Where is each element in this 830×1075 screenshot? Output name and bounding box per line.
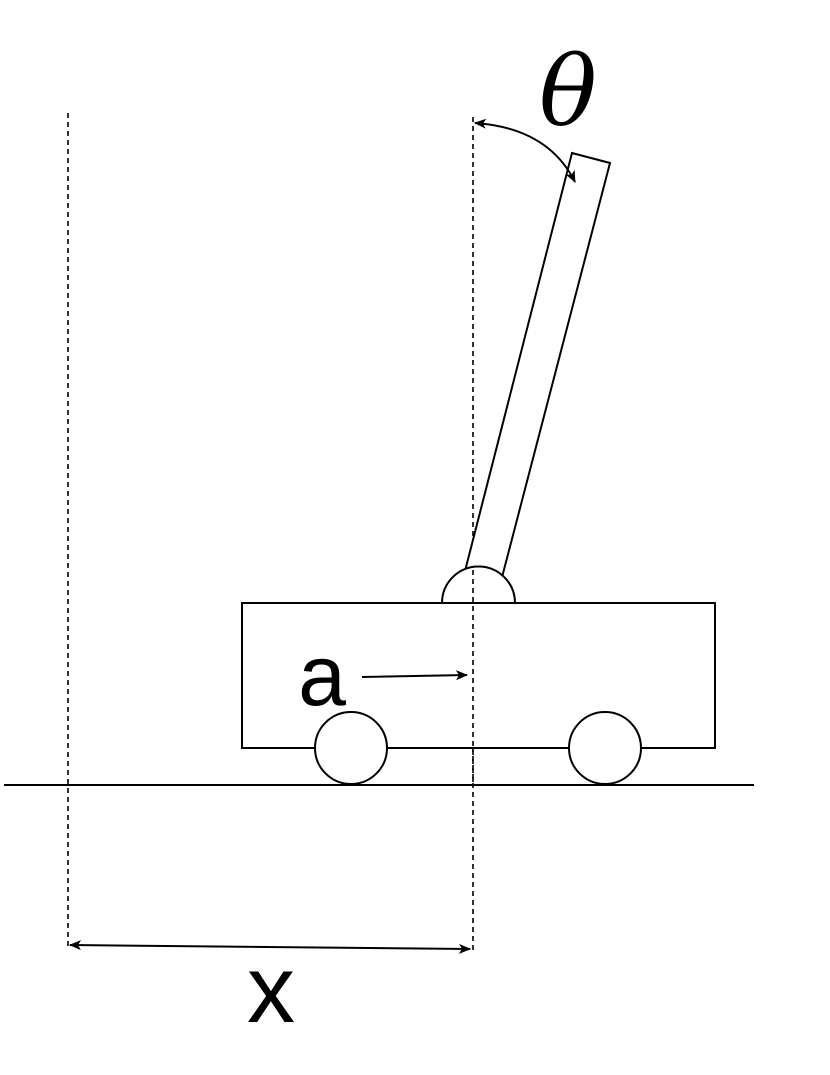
position-label: x bbox=[247, 936, 295, 1043]
left-wheel bbox=[314, 711, 388, 785]
pivot-joint bbox=[440, 565, 517, 604]
acceleration-label: a bbox=[298, 628, 346, 724]
right-wheel bbox=[568, 711, 642, 785]
angle-arc-arrow bbox=[474, 118, 576, 183]
cart-body bbox=[241, 602, 716, 749]
angle-label: θ bbox=[539, 36, 597, 148]
position-arrow bbox=[69, 940, 471, 954]
acceleration-arrow bbox=[361, 670, 468, 681]
pole bbox=[462, 151, 612, 587]
